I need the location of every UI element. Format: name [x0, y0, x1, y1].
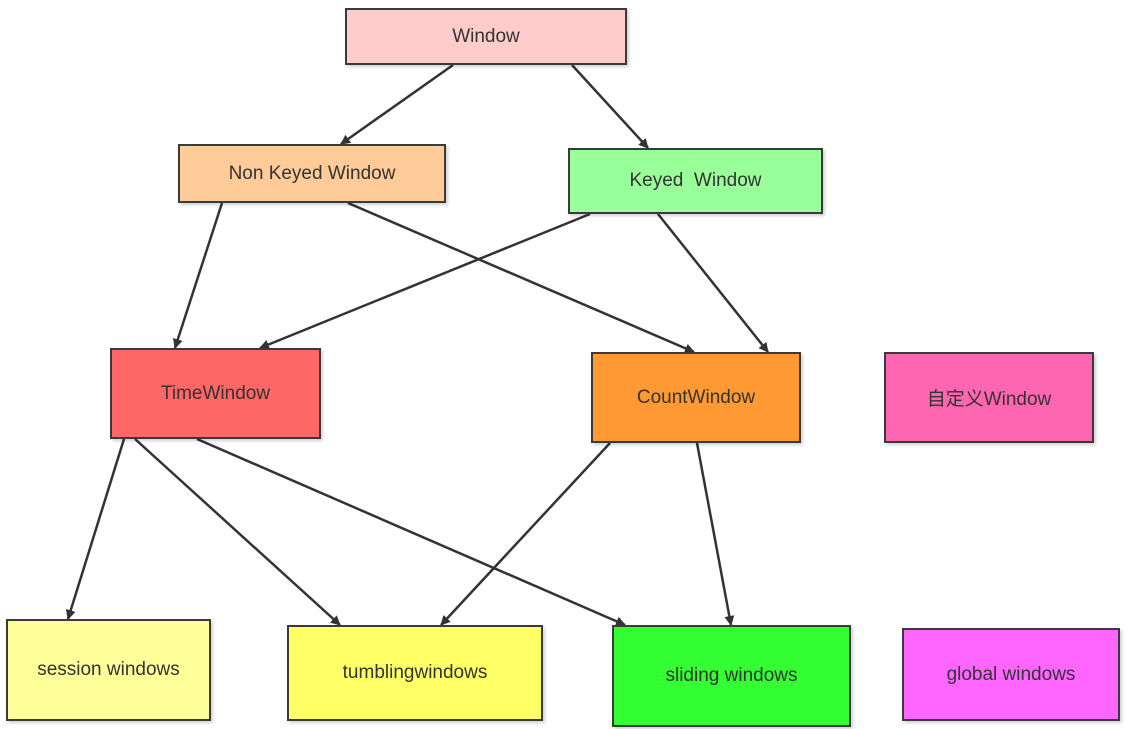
node-label: tumblingwindows — [342, 662, 488, 683]
edge-non-keyed-to-time-window — [173, 202, 224, 349]
node-sliding-windows[interactable]: sliding windows — [612, 625, 851, 727]
node-session-windows[interactable]: session windows — [6, 619, 211, 721]
node-label: Non Keyed Window — [228, 162, 396, 184]
edge-time-window-to-tumbling — [134, 438, 341, 626]
node-label: 自定义Window — [926, 389, 1052, 410]
edge-time-window-to-sliding — [196, 437, 626, 627]
edge-window-to-keyed — [571, 64, 649, 149]
node-label: CountWindow — [636, 386, 756, 408]
node-window[interactable]: Window — [345, 8, 627, 65]
node-count-window[interactable]: CountWindow — [591, 352, 801, 443]
edge-window-to-non-keyed — [340, 63, 454, 146]
node-tumbling-windows[interactable]: tumblingwindows — [287, 625, 543, 721]
node-label: global windows — [946, 663, 1076, 685]
node-keyed-window[interactable]: Keyed Window — [568, 148, 823, 214]
node-non-keyed-window[interactable]: Non Keyed Window — [178, 144, 446, 203]
node-label: TimeWindow — [160, 382, 271, 404]
node-label: Keyed Window — [629, 170, 762, 191]
edge-keyed-to-time-window — [259, 212, 591, 350]
node-label: session windows — [37, 659, 180, 680]
edge-keyed-to-count-window — [657, 213, 769, 353]
node-custom-window[interactable]: 自定义Window — [884, 352, 1094, 443]
edge-count-window-to-sliding — [695, 442, 735, 626]
edge-count-window-to-tumbling — [440, 442, 611, 626]
node-time-window[interactable]: TimeWindow — [110, 348, 321, 439]
edge-non-keyed-to-count-window — [347, 201, 695, 354]
node-label: sliding windows — [665, 665, 798, 686]
edge-time-window-to-session — [65, 438, 126, 620]
node-label: Window — [452, 25, 520, 47]
node-global-windows[interactable]: global windows — [902, 628, 1120, 721]
